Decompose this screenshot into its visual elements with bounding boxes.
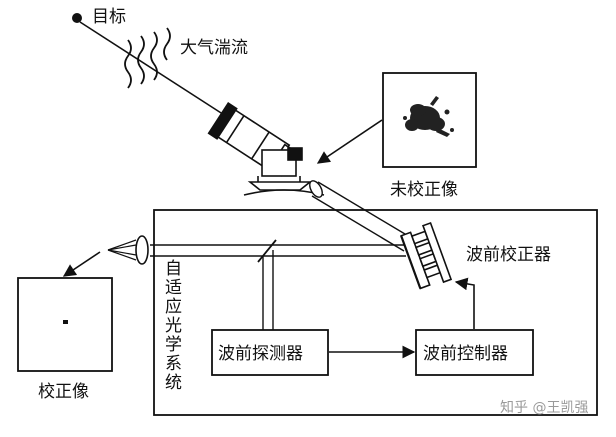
controller-to-corrector-arrow bbox=[454, 277, 475, 329]
system-label: 自 适 应 光 学 系 统 bbox=[165, 259, 182, 393]
corrector-label: 波前校正器 bbox=[466, 245, 551, 265]
uncorrected-arrow bbox=[316, 119, 383, 164]
svg-text:统: 统 bbox=[165, 373, 182, 393]
watermark-text: 知乎 @王凯强 bbox=[500, 399, 588, 416]
target-ray bbox=[79, 21, 233, 121]
target-label: 目标 bbox=[92, 7, 126, 27]
telescope-icon bbox=[207, 102, 325, 196]
svg-text:自: 自 bbox=[165, 259, 182, 279]
corrected-label: 校正像 bbox=[38, 382, 89, 402]
corrected-spot-icon bbox=[63, 320, 68, 324]
sensor-beam bbox=[262, 250, 274, 330]
deformable-mirror-icon bbox=[400, 221, 453, 290]
sensor-label: 波前探测器 bbox=[218, 344, 303, 364]
controller-label: 波前控制器 bbox=[423, 344, 508, 364]
corrected-arrow bbox=[62, 251, 101, 277]
focusing-lens-icon bbox=[135, 235, 149, 265]
output-beam bbox=[150, 244, 406, 257]
turbulence-waves-icon bbox=[124, 27, 171, 89]
beam-splitter-icon bbox=[257, 239, 277, 263]
target-dot bbox=[72, 13, 82, 23]
turbulence-label: 大气湍流 bbox=[180, 38, 248, 58]
corrected-image-frame bbox=[17, 277, 113, 372]
svg-text:光: 光 bbox=[165, 316, 182, 336]
wavefront-sensor-box bbox=[211, 329, 329, 376]
svg-text:应: 应 bbox=[165, 297, 182, 317]
svg-text:系: 系 bbox=[165, 354, 182, 374]
blurred-spot-icon bbox=[403, 96, 454, 137]
adaptive-optics-system-frame bbox=[153, 209, 598, 416]
wavefront-controller-box bbox=[415, 329, 534, 376]
svg-text:学: 学 bbox=[165, 335, 182, 355]
uncorrected-label: 未校正像 bbox=[390, 180, 458, 200]
input-beam bbox=[309, 180, 411, 252]
svg-text:适: 适 bbox=[165, 278, 182, 298]
focus-cone bbox=[107, 239, 137, 261]
